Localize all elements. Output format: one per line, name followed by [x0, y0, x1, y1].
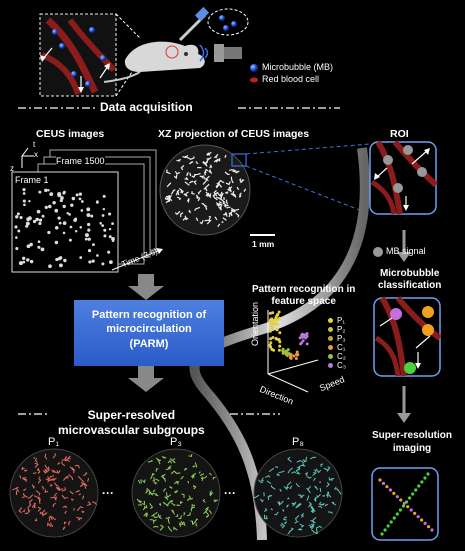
xz-projection-image — [159, 144, 275, 236]
rat-illustration — [103, 6, 242, 83]
feature-legend-item: P₂ — [328, 325, 346, 334]
rbc-legend-icon — [250, 77, 258, 83]
legend-marker — [328, 354, 333, 359]
legend-marker — [328, 327, 333, 332]
mb-signal-label: MB signal — [386, 246, 426, 256]
ellipsis-separator: ··· — [224, 486, 236, 500]
parm-title: Pattern recognition of microcirculation … — [91, 309, 207, 350]
legend-label: P₁ — [337, 316, 346, 325]
subgroup-label: P₃ — [170, 436, 182, 448]
vessel-inset — [39, 13, 117, 97]
legend-marker — [328, 318, 333, 323]
feature-legend-item: P₃ — [328, 334, 346, 343]
legend-label: C₃ — [337, 361, 347, 370]
down-arrow-2 — [128, 366, 164, 392]
frame-1500-label: Frame 1500 — [56, 156, 105, 166]
legend-label: P₃ — [337, 334, 346, 343]
frame-1-label: Frame 1 — [15, 175, 49, 185]
super-res-imaging-title: Super-resolution imaging — [372, 430, 453, 454]
super-resolution-panel — [371, 467, 439, 541]
roi-panel — [369, 140, 439, 215]
ceus-frame-stack — [11, 147, 163, 273]
legend-label: C₁ — [337, 343, 346, 352]
subgroup-label: P₁ — [48, 436, 60, 448]
roi-title: ROI — [390, 128, 409, 140]
feature-space-plot — [267, 310, 319, 393]
feature-legend-item: C₂ — [328, 352, 346, 361]
feature-legend-item: P₁ — [328, 316, 346, 325]
feature-legend-item: C₁ — [328, 343, 346, 352]
legend-marker — [328, 345, 333, 350]
classification-panel — [373, 296, 442, 377]
legend-rbc: Red blood cell — [262, 74, 320, 84]
ellipsis-separator: ··· — [102, 486, 114, 500]
xz-projection-title: XZ projection of CEUS images — [158, 128, 310, 140]
super-resolved-title: Super-resolved microvascular subgroups — [58, 408, 205, 437]
subgroup-image — [9, 448, 99, 538]
legend-label: C₂ — [337, 352, 346, 361]
legend-microbubble: Microbubble (MB) — [262, 62, 334, 72]
legend-marker — [328, 363, 333, 368]
axis-x: x — [34, 150, 38, 159]
mb-signal-icon — [373, 247, 383, 257]
ceus-images-title: CEUS images — [36, 128, 105, 140]
microbubble-legend-icon — [250, 64, 258, 72]
legend-marker — [328, 336, 333, 341]
feature-space-title: Pattern recognition in feature space — [252, 284, 356, 307]
down-arrow-1 — [128, 274, 164, 300]
parm-box-bg — [74, 300, 224, 366]
subgroup-label: P₈ — [292, 436, 304, 448]
section-data-acquisition: Data acquisition — [100, 100, 193, 114]
orientation-axis-label: Orientation — [250, 301, 260, 346]
classification-title: Microbubble classification — [378, 268, 442, 291]
axis-z: z — [10, 164, 14, 173]
scale-bar-label: 1 mm — [252, 239, 275, 249]
legend-label: P₂ — [337, 325, 346, 334]
feature-legend-item: C₃ — [328, 361, 346, 370]
axis-t: t — [33, 140, 36, 149]
